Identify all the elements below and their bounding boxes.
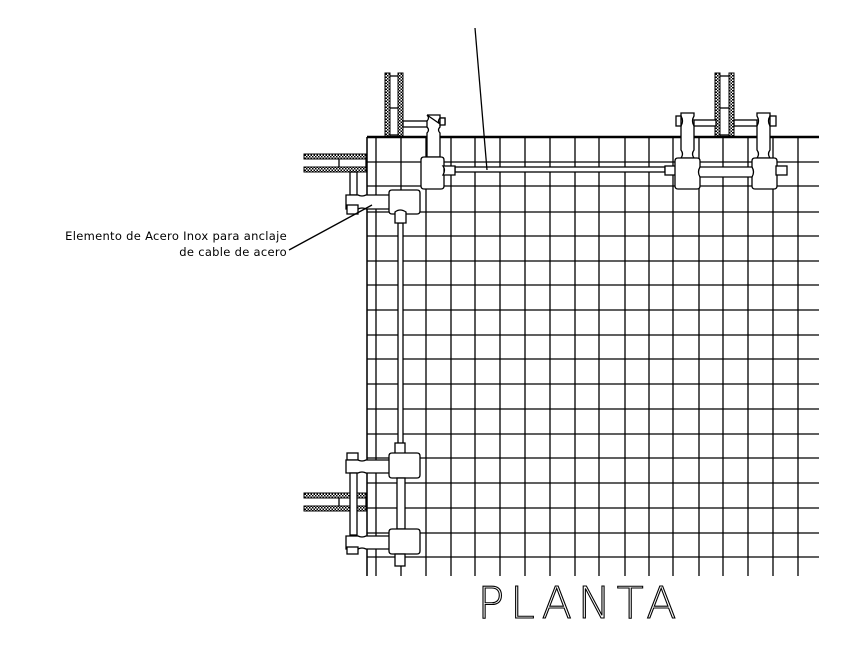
- mesh-grid: [366, 137, 819, 576]
- spider-clamp-top-left: [402, 114, 456, 190]
- steel-anchor-bottom-lower: [345, 528, 421, 567]
- steel-anchor-element: [345, 171, 421, 224]
- connector-tube-top-right: [697, 166, 755, 178]
- steel-cable-horizontal: [454, 165, 678, 176]
- leader-line-anchor: [288, 204, 373, 251]
- leader-line-top: [474, 27, 488, 171]
- steel-cable-vertical: [397, 222, 404, 446]
- mullion-top-left: [384, 72, 404, 137]
- connector-tube-bottom: [349, 472, 406, 536]
- view-title: PLANTA: [478, 578, 683, 629]
- annotation-anchor-line-2: de cable de acero: [179, 245, 287, 259]
- wall-left-top: [303, 153, 367, 173]
- wall-left-bottom: [303, 492, 367, 512]
- annotation-anchor-line-1: Elemento de Acero Inox para anclaje: [65, 229, 287, 243]
- steel-anchor-bottom-upper: [345, 442, 421, 479]
- mullion-top-right: [714, 72, 735, 137]
- spider-clamp-top-right-b: [733, 112, 788, 190]
- spider-clamp-top-right-a: [674, 112, 717, 190]
